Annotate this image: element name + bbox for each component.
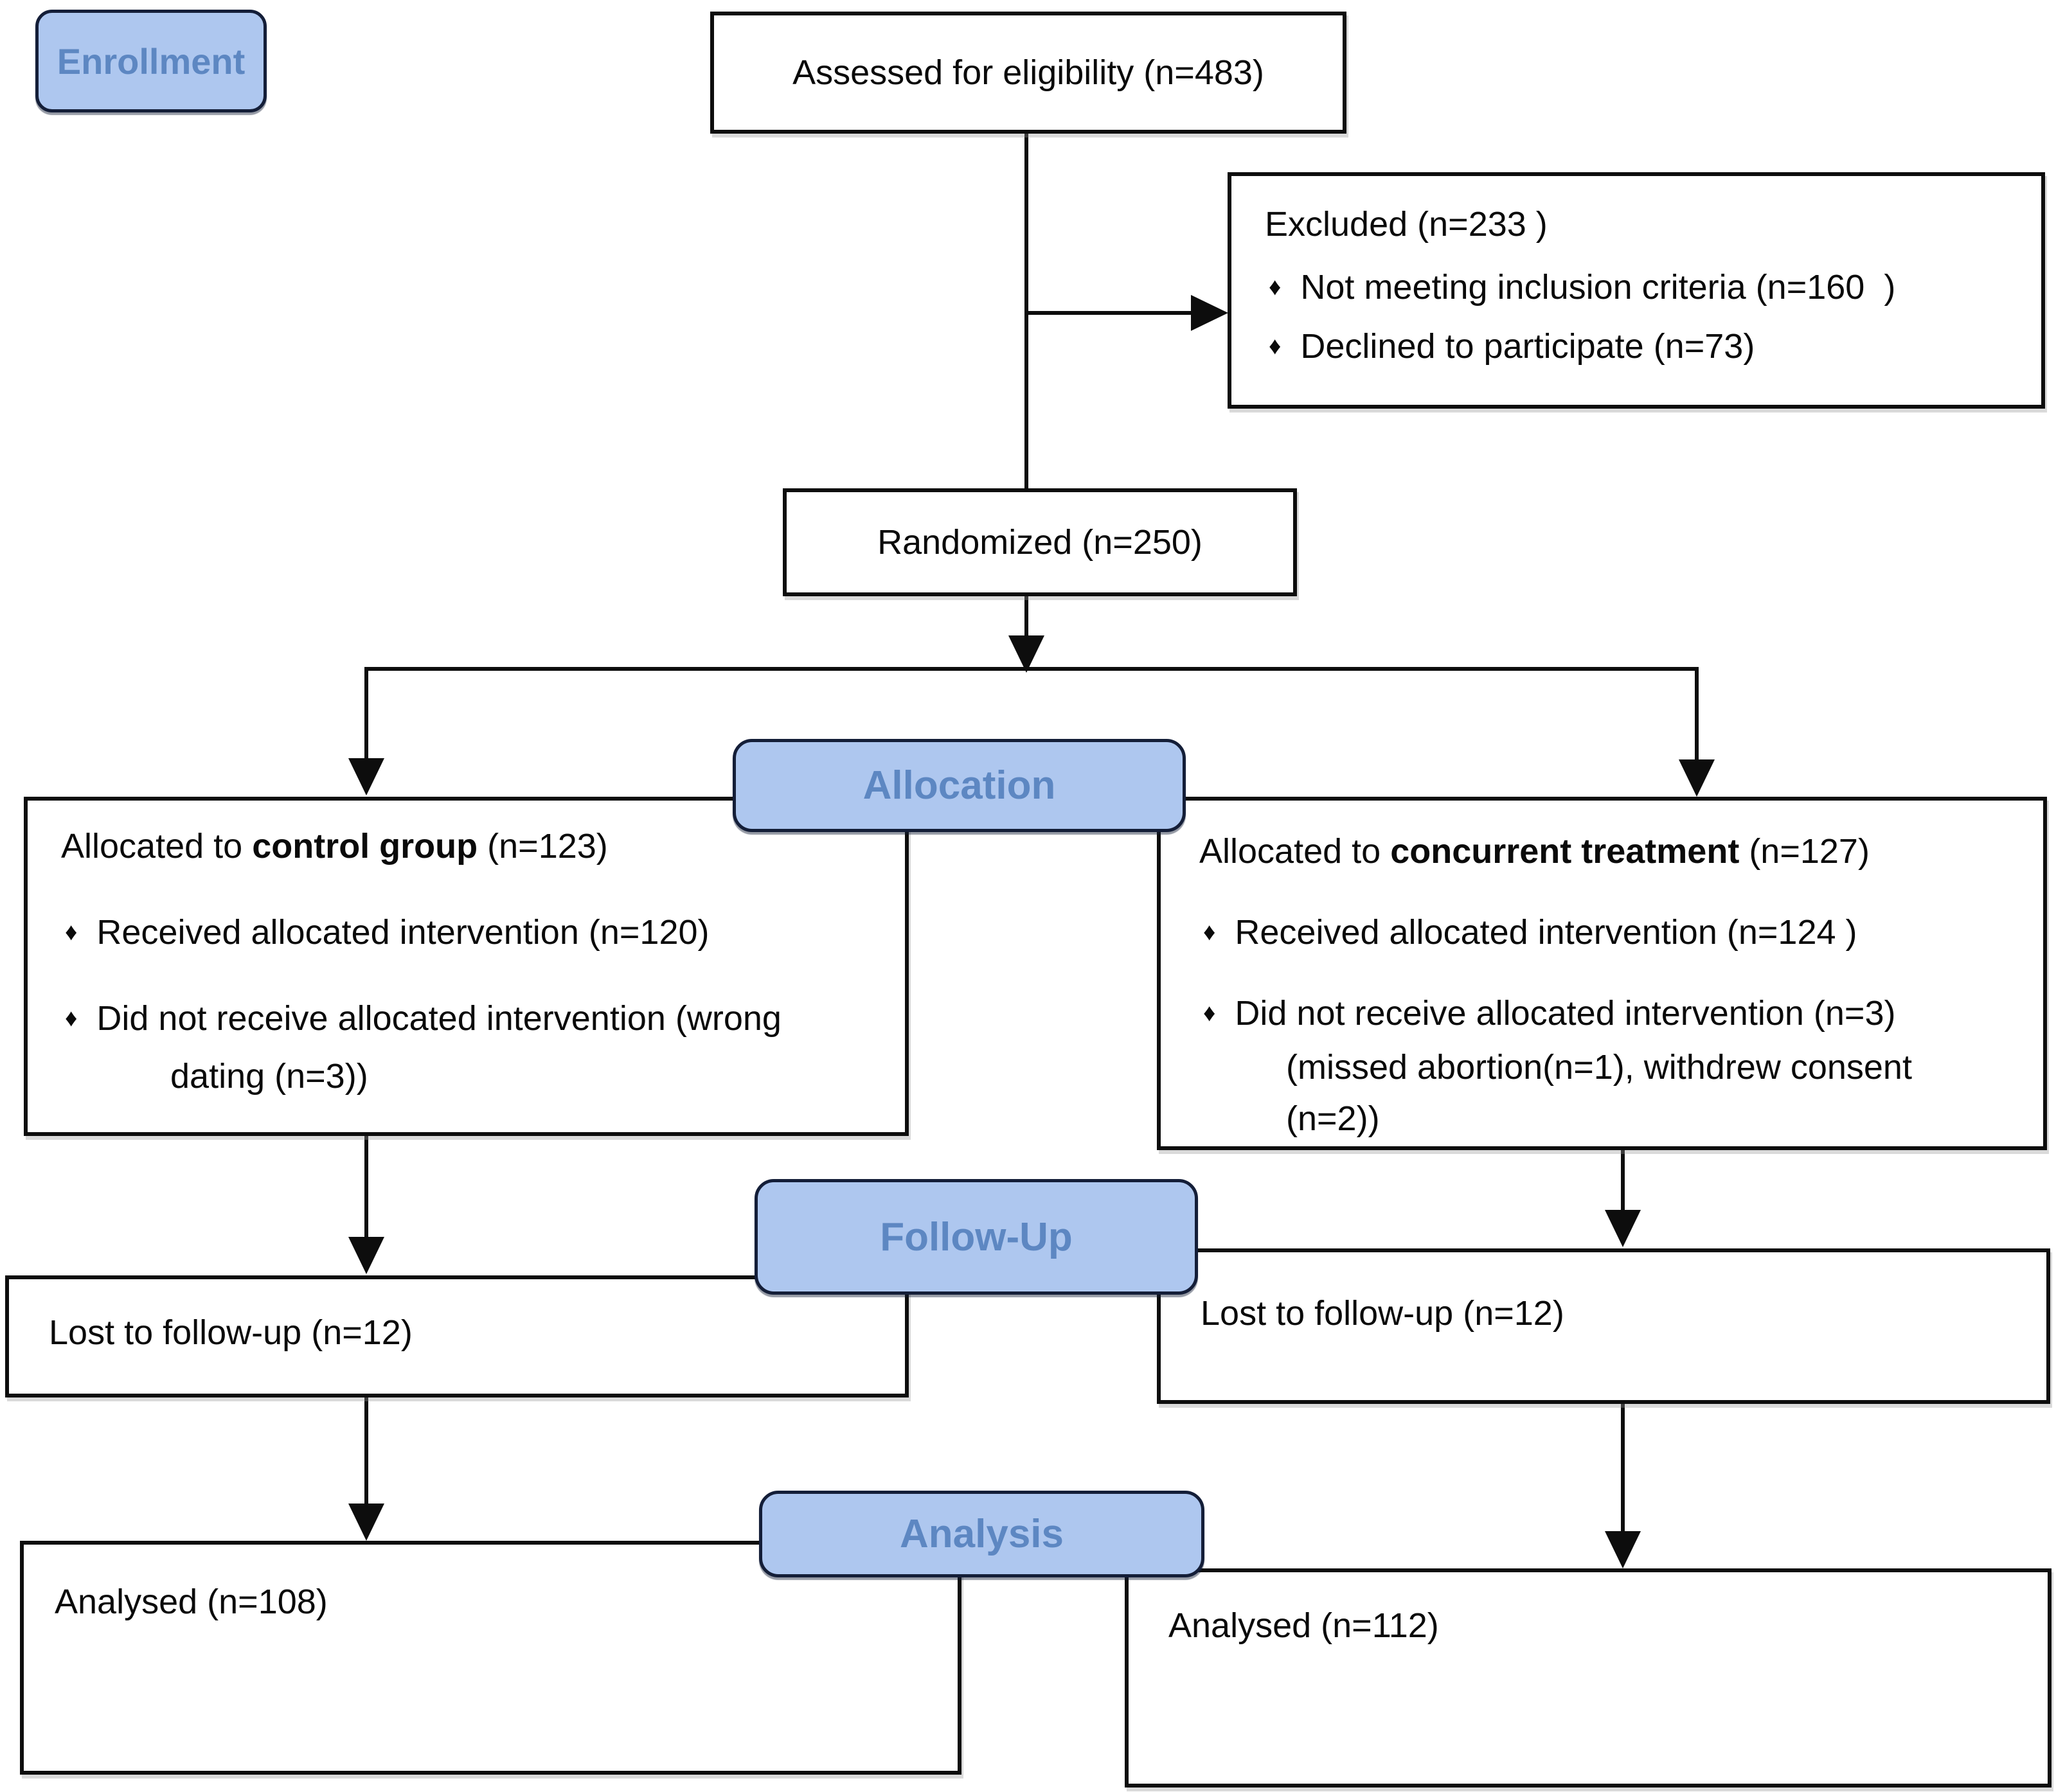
box-allocated-control: Allocated to control group (n=123) ♦ Rec… — [24, 797, 909, 1136]
arrow-into-lost-left-icon — [348, 1237, 384, 1274]
stage-badge-followup: Follow-Up — [755, 1179, 1198, 1295]
box-randomized: Randomized (n=250) — [783, 488, 1297, 596]
diamond-bullet-icon: ♦ — [65, 919, 78, 946]
arrow-into-lost-right-icon — [1605, 1210, 1641, 1247]
analysed-left-text: Analysed (n=108) — [55, 1583, 328, 1621]
diamond-bullet-icon: ♦ — [1203, 1000, 1216, 1027]
excluded-bullet-2: ♦ Declined to participate (n=73) — [1269, 327, 1755, 366]
connector-split-left — [364, 667, 368, 758]
connector-randomized-down — [1024, 594, 1028, 639]
diamond-bullet-icon: ♦ — [1269, 274, 1282, 301]
arrow-into-analysed-right-icon — [1605, 1531, 1641, 1568]
excluded-title: Excluded (n=233 ) — [1265, 205, 1548, 244]
box-analysed-right: Analysed (n=112) — [1125, 1568, 2052, 1788]
alloc-right-bullet-2-cont1: (missed abortion(n=1), withdrew consent — [1286, 1048, 1912, 1087]
stage-badge-allocation: Allocation — [733, 739, 1186, 832]
arrow-into-alloc-right-icon — [1679, 759, 1715, 797]
box-lost-right: Lost to follow-up (n=12) — [1157, 1248, 2050, 1404]
diamond-bullet-icon: ♦ — [65, 1005, 78, 1033]
alloc-left-title: Allocated to control group (n=123) — [61, 827, 608, 865]
connector-split-right — [1695, 667, 1699, 759]
randomized-text: Randomized (n=250) — [877, 522, 1202, 562]
alloc-right-bullet-1: ♦ Received allocated intervention (n=124… — [1203, 913, 1857, 952]
connector-allocright-to-lostright — [1621, 1150, 1625, 1210]
excluded-bullet-1: ♦ Not meeting inclusion criteria (n=160 … — [1269, 268, 1896, 307]
stage-label-enrollment: Enrollment — [57, 40, 246, 82]
alloc-left-bullet-1: ♦ Received allocated intervention (n=120… — [65, 913, 710, 952]
analysed-right-text: Analysed (n=112) — [1168, 1606, 1439, 1645]
arrow-into-analysed-left-icon — [348, 1504, 384, 1541]
box-allocated-concurrent: Allocated to concurrent treatment (n=127… — [1157, 797, 2047, 1150]
alloc-right-bullet-2: ♦ Did not receive allocated intervention… — [1203, 994, 1896, 1033]
arrow-into-excluded-icon — [1191, 295, 1228, 331]
connector-allocleft-to-lostleft — [364, 1136, 368, 1237]
stage-label-allocation: Allocation — [863, 763, 1056, 808]
assessed-text: Assessed for eligibility (n=483) — [792, 53, 1264, 92]
lost-left-text: Lost to follow-up (n=12) — [49, 1313, 413, 1352]
box-analysed-left: Analysed (n=108) — [20, 1541, 961, 1775]
box-assessed: Assessed for eligibility (n=483) — [710, 12, 1346, 134]
alloc-right-title: Allocated to concurrent treatment (n=127… — [1199, 832, 1870, 871]
box-lost-left: Lost to follow-up (n=12) — [5, 1275, 909, 1397]
alloc-right-bullet-2-cont2: (n=2)) — [1286, 1099, 1380, 1139]
stage-badge-analysis: Analysis — [759, 1491, 1204, 1577]
stage-label-followup: Follow-Up — [880, 1214, 1073, 1259]
arrow-into-alloc-left-icon — [348, 758, 384, 795]
box-excluded: Excluded (n=233 ) ♦ Not meeting inclusio… — [1228, 172, 2045, 409]
diamond-bullet-icon: ♦ — [1269, 333, 1282, 360]
connector-lostright-to-analysedright — [1621, 1404, 1625, 1531]
connector-to-excluded — [1026, 311, 1192, 315]
arrow-randomized-split-icon — [1008, 635, 1044, 673]
alloc-left-bullet-2: ♦ Did not receive allocated intervention… — [65, 999, 782, 1038]
alloc-left-bullet-2-cont: dating (n=3)) — [170, 1057, 368, 1096]
lost-right-text: Lost to follow-up (n=12) — [1201, 1294, 1564, 1333]
connector-lostleft-to-analysedleft — [364, 1397, 368, 1504]
stage-badge-enrollment: Enrollment — [35, 10, 267, 112]
diamond-bullet-icon: ♦ — [1203, 919, 1216, 946]
stage-label-analysis: Analysis — [899, 1512, 1064, 1556]
